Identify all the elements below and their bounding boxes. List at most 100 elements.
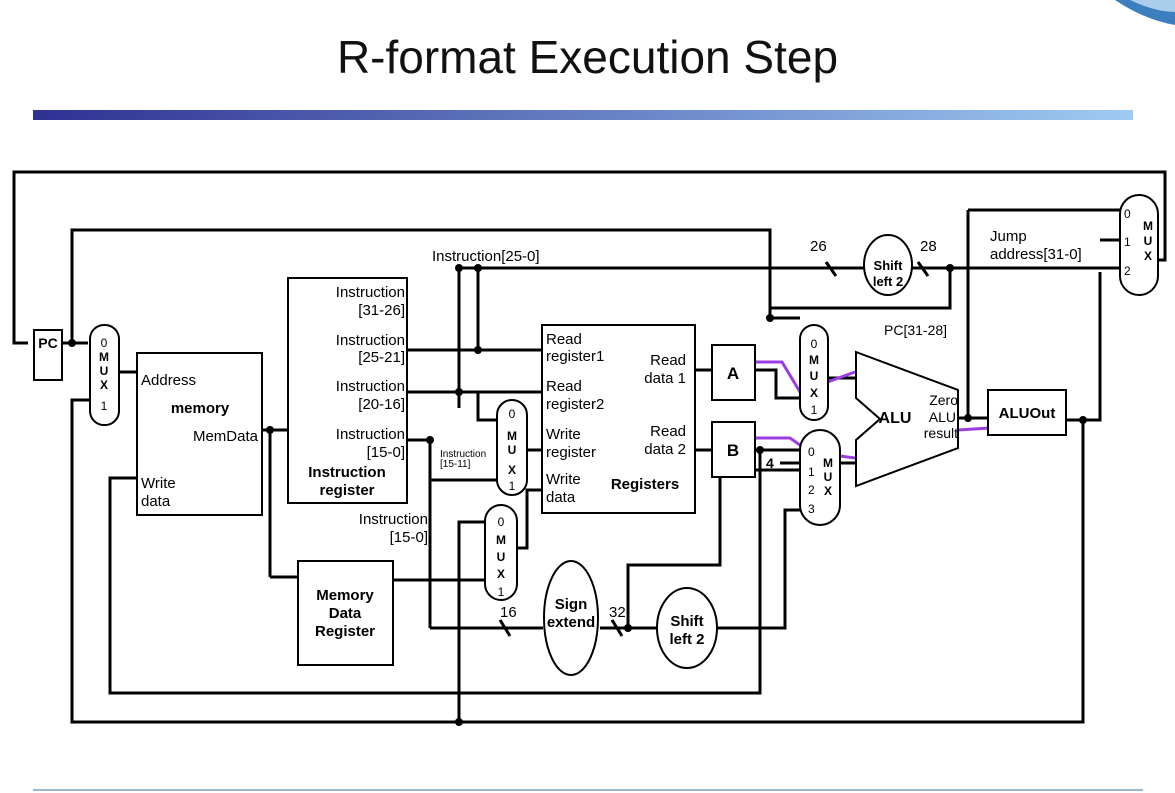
svg-text:Instruction: Instruction xyxy=(440,449,486,460)
shift-left-2-top: Shift left 2 xyxy=(863,234,913,296)
svg-text:Shift: Shift xyxy=(874,258,904,273)
aluout-register: ALUOut xyxy=(987,389,1067,436)
svg-text:Jump: Jump xyxy=(990,228,1027,245)
svg-text:Instruction: Instruction xyxy=(336,332,405,349)
svg-text:data: data xyxy=(141,493,171,510)
pc-register: PC xyxy=(33,329,63,381)
svg-text:Write: Write xyxy=(141,475,176,492)
svg-text:A: A xyxy=(727,364,739,383)
svg-text:28: 28 xyxy=(920,238,937,255)
svg-text:0: 0 xyxy=(101,336,108,350)
sign-extend-unit: Sign extend xyxy=(543,560,599,676)
svg-text:register1: register1 xyxy=(546,348,604,365)
svg-text:M: M xyxy=(496,533,506,547)
shift-left-2-bottom: Shift left 2 xyxy=(656,587,718,669)
svg-text:1: 1 xyxy=(509,479,516,493)
svg-text:Instruction: Instruction xyxy=(336,426,405,443)
svg-text:left 2: left 2 xyxy=(669,631,704,648)
svg-text:Data: Data xyxy=(329,605,362,622)
svg-text:16: 16 xyxy=(500,604,517,621)
svg-text:Write: Write xyxy=(546,426,581,443)
svg-text:Read: Read xyxy=(650,352,686,369)
svg-text:X: X xyxy=(497,567,505,581)
svg-text:1: 1 xyxy=(101,399,108,413)
svg-text:Instruction: Instruction xyxy=(336,284,405,301)
svg-text:1: 1 xyxy=(498,585,505,599)
svg-text:X: X xyxy=(1144,249,1152,263)
mux-write-data: 0 M U X 1 xyxy=(484,504,518,601)
svg-text:X: X xyxy=(508,463,516,477)
memory-data-register: Memory Data Register xyxy=(297,560,394,666)
footer-line xyxy=(33,789,1143,791)
title-underline-bar xyxy=(33,110,1133,120)
svg-text:M: M xyxy=(99,350,109,364)
wire-labels: Instruction[25-0] Instruction [15-11] In… xyxy=(359,228,1082,621)
svg-text:Register: Register xyxy=(315,623,375,640)
svg-text:data: data xyxy=(546,489,576,506)
svg-text:memory: memory xyxy=(171,400,230,417)
svg-text:ALU: ALU xyxy=(929,409,956,425)
svg-text:U: U xyxy=(100,364,109,378)
svg-text:1: 1 xyxy=(811,403,818,417)
svg-text:data 2: data 2 xyxy=(644,441,686,458)
svg-text:[31-26]: [31-26] xyxy=(358,302,405,319)
mux-pc-source: 0 1 2 M U X xyxy=(1119,194,1159,296)
svg-text:extend: extend xyxy=(547,614,595,631)
svg-text:3: 3 xyxy=(808,502,815,516)
register-a: A xyxy=(711,344,756,401)
mux-alu-src-a: 0 M U X 1 xyxy=(799,324,829,421)
instruction-register: Instruction [31-26] Instruction [25-21] … xyxy=(287,277,408,504)
svg-text:0: 0 xyxy=(509,407,516,421)
mux-alu-src-b: 0 1 2 3 M U X xyxy=(799,429,841,526)
svg-text:MemData: MemData xyxy=(193,428,259,445)
svg-text:U: U xyxy=(497,550,506,564)
svg-text:M: M xyxy=(1143,219,1153,233)
mux-write-register: 0 M U X 1 xyxy=(496,399,528,496)
corner-swoosh-logo xyxy=(1115,0,1175,25)
svg-text:Read: Read xyxy=(546,378,582,395)
svg-text:U: U xyxy=(1144,234,1153,248)
svg-text:[15-0]: [15-0] xyxy=(367,444,405,461)
mux-address: 0 M U X 1 xyxy=(89,324,120,426)
junction-dots xyxy=(68,264,1087,726)
svg-text:PC[31-28]: PC[31-28] xyxy=(884,322,947,338)
svg-text:Address: Address xyxy=(141,372,196,389)
svg-text:Sign: Sign xyxy=(555,596,588,613)
svg-text:0: 0 xyxy=(811,337,818,351)
svg-text:ALUOut: ALUOut xyxy=(999,405,1056,422)
svg-text:X: X xyxy=(824,484,832,498)
svg-text:1: 1 xyxy=(1124,235,1131,249)
svg-text:0: 0 xyxy=(1124,207,1131,221)
svg-text:M: M xyxy=(823,456,833,470)
svg-text:2: 2 xyxy=(808,483,815,497)
svg-text:Read: Read xyxy=(546,331,582,348)
svg-text:address[31-0]: address[31-0] xyxy=(990,246,1082,263)
svg-text:2: 2 xyxy=(1124,264,1131,278)
svg-text:data 1: data 1 xyxy=(644,370,686,387)
svg-text:Instruction: Instruction xyxy=(359,511,428,528)
svg-text:result: result xyxy=(924,425,958,441)
svg-text:register: register xyxy=(319,482,374,499)
svg-text:U: U xyxy=(508,443,517,457)
memory-unit: Address memory MemData Write data xyxy=(136,352,263,516)
svg-text:0: 0 xyxy=(808,445,815,459)
svg-text:U: U xyxy=(824,470,833,484)
svg-text:26: 26 xyxy=(810,238,827,255)
svg-text:Read: Read xyxy=(650,423,686,440)
slide-title: R-format Execution Step xyxy=(336,31,839,83)
svg-text:Memory: Memory xyxy=(316,587,374,604)
svg-text:M: M xyxy=(507,429,517,443)
svg-text:X: X xyxy=(810,386,818,400)
svg-text:32: 32 xyxy=(609,604,626,621)
pc-label: PC xyxy=(38,335,57,351)
svg-text:[20-16]: [20-16] xyxy=(358,396,405,413)
svg-text:Zero: Zero xyxy=(929,392,958,408)
svg-text:B: B xyxy=(727,441,739,460)
svg-text:Instruction: Instruction xyxy=(336,378,405,395)
svg-text:4: 4 xyxy=(766,455,774,471)
svg-text:X: X xyxy=(100,378,108,392)
svg-text:[25-21]: [25-21] xyxy=(358,349,405,366)
svg-text:ALU: ALU xyxy=(879,410,912,427)
svg-text:0: 0 xyxy=(498,515,505,529)
